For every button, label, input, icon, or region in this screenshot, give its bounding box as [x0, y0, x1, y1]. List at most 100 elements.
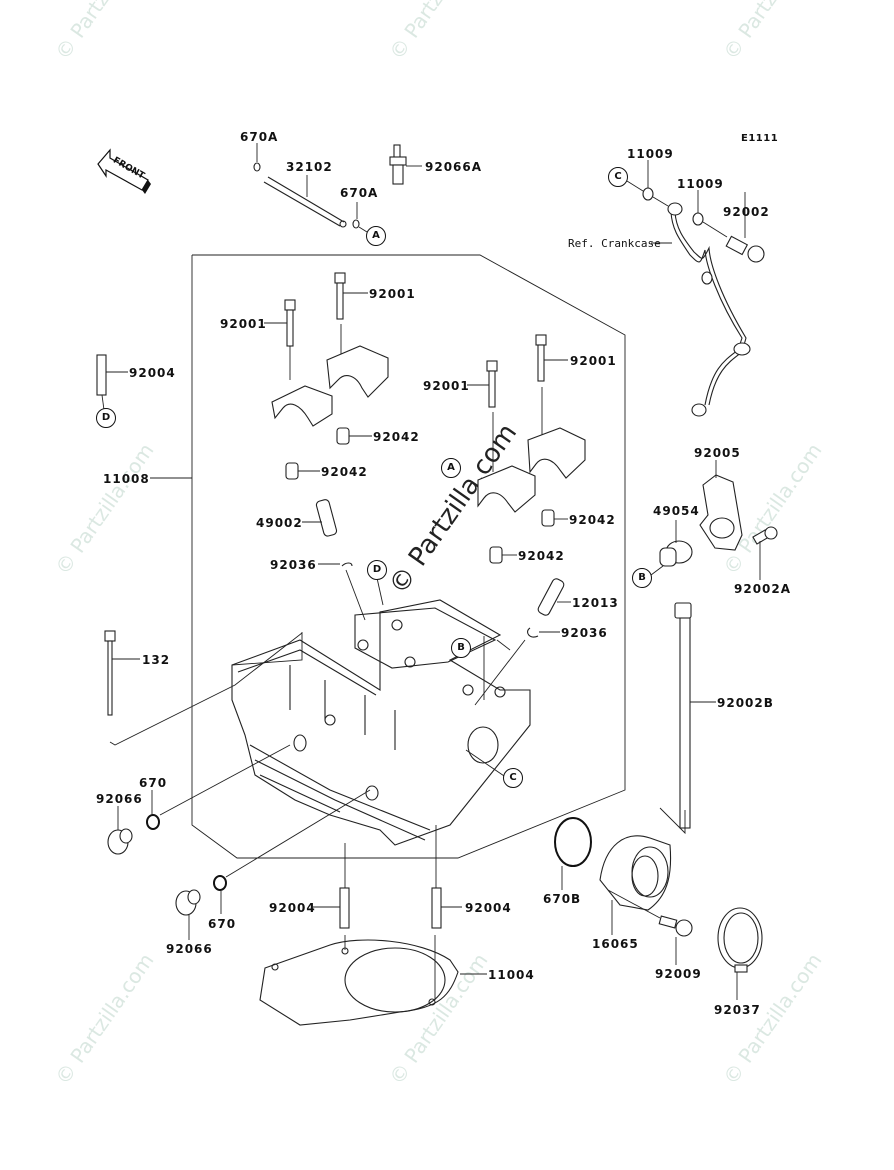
- part-label-92042[interactable]: 92042: [373, 430, 420, 444]
- leader-line: [231, 632, 303, 666]
- o-ring-670b[interactable]: [554, 817, 592, 867]
- oil-pipe[interactable]: [667, 202, 751, 417]
- reference-note: Ref. Crankcase: [568, 237, 661, 250]
- part-label-92002a[interactable]: 92002A: [734, 582, 792, 596]
- part-label-92002[interactable]: 92002: [723, 205, 770, 219]
- part-label-92066a[interactable]: 92066A: [425, 160, 483, 174]
- plug-92066[interactable]: [107, 828, 133, 855]
- marker-d: D: [367, 560, 387, 580]
- part-label-92001[interactable]: 92001: [220, 317, 267, 331]
- part-label-92066[interactable]: 92066: [96, 792, 143, 806]
- head-gasket-11004[interactable]: [259, 939, 459, 1026]
- part-label-670a[interactable]: 670A: [240, 130, 279, 144]
- marker-d: D: [96, 408, 116, 428]
- part-label-11009[interactable]: 11009: [627, 147, 674, 161]
- circlip-92036[interactable]: [527, 627, 539, 638]
- part-label-11009[interactable]: 11009: [677, 177, 724, 191]
- leader-line: [109, 632, 303, 746]
- part-label-92004[interactable]: 92004: [129, 366, 176, 380]
- dowel-pin-92042[interactable]: [489, 546, 503, 564]
- part-label-670[interactable]: 670: [208, 917, 237, 931]
- valve-guide-12013[interactable]: [537, 577, 565, 616]
- leader-line: [659, 807, 686, 835]
- leader-line: [465, 749, 511, 781]
- camshaft-cap[interactable]: [477, 465, 536, 513]
- part-label-132[interactable]: 132: [142, 653, 171, 667]
- tensioner-cap-92005[interactable]: [699, 474, 743, 551]
- intake-holder-16065[interactable]: [599, 835, 672, 911]
- part-label-92042[interactable]: 92042: [321, 465, 368, 479]
- front-arrow-icon: FRONT: [96, 146, 156, 210]
- stud-92004[interactable]: [339, 887, 350, 929]
- part-label-92036[interactable]: 92036: [270, 558, 317, 572]
- stud-92004[interactable]: [96, 354, 107, 396]
- part-label-92004[interactable]: 92004: [269, 901, 316, 915]
- part-label-11004[interactable]: 11004: [488, 968, 535, 982]
- part-label-92004[interactable]: 92004: [465, 901, 512, 915]
- washer-11009[interactable]: [692, 212, 704, 226]
- screw-92009[interactable]: [658, 915, 693, 937]
- plug-92066[interactable]: [175, 889, 201, 916]
- part-label-670a[interactable]: 670A: [340, 186, 379, 200]
- part-label-670[interactable]: 670: [139, 776, 168, 790]
- marker-a: A: [366, 226, 386, 246]
- bolt-92002a[interactable]: [752, 526, 778, 545]
- part-label-92005[interactable]: 92005: [694, 446, 741, 460]
- cylinder-head-11008[interactable]: [231, 599, 531, 846]
- part-label-92042[interactable]: 92042: [569, 513, 616, 527]
- part-label-49054[interactable]: 49054: [653, 504, 700, 518]
- o-ring-670a[interactable]: [253, 162, 261, 172]
- camshaft-cap[interactable]: [527, 427, 586, 479]
- part-label-12013[interactable]: 12013: [572, 596, 619, 610]
- part-label-32102[interactable]: 32102: [286, 160, 333, 174]
- part-label-92009[interactable]: 92009: [655, 967, 702, 981]
- banjo-bolt-92002[interactable]: [725, 235, 765, 263]
- camshaft-cap[interactable]: [271, 385, 333, 427]
- marker-b: B: [632, 568, 652, 588]
- part-label-92002b[interactable]: 92002B: [717, 696, 774, 710]
- circlip-92036[interactable]: [341, 562, 353, 567]
- part-label-92066[interactable]: 92066: [166, 942, 213, 956]
- valve-guide-49002[interactable]: [315, 499, 338, 537]
- part-label-92037[interactable]: 92037: [714, 1003, 761, 1017]
- dowel-pin-92042[interactable]: [336, 427, 350, 445]
- part-label-16065[interactable]: 16065: [592, 937, 639, 951]
- pipe-32102[interactable]: [263, 176, 347, 228]
- marker-c: C: [503, 768, 523, 788]
- part-label-92001[interactable]: 92001: [369, 287, 416, 301]
- o-ring-670[interactable]: [146, 814, 160, 830]
- assembly-frame: [191, 254, 626, 859]
- dowel-pin-92042[interactable]: [285, 462, 299, 480]
- part-label-49002[interactable]: 49002: [256, 516, 303, 530]
- leader-line: [652, 196, 669, 207]
- o-ring-670a[interactable]: [352, 219, 360, 229]
- part-label-92001[interactable]: 92001: [423, 379, 470, 393]
- stud-92004[interactable]: [431, 887, 442, 929]
- part-label-92001[interactable]: 92001: [570, 354, 617, 368]
- bolt-92001[interactable]: [334, 272, 346, 320]
- long-bolt-92002b[interactable]: [674, 602, 692, 829]
- part-label-11008[interactable]: 11008: [103, 472, 150, 486]
- part-label-670b[interactable]: 670B: [543, 892, 582, 906]
- part-label-92036[interactable]: 92036: [561, 626, 608, 640]
- bolt-132[interactable]: [104, 630, 116, 716]
- part-label-92042[interactable]: 92042: [518, 549, 565, 563]
- temperature-sensor-92066a[interactable]: [389, 144, 422, 185]
- o-ring-670[interactable]: [213, 875, 227, 891]
- diagram-code: E1111: [741, 133, 779, 144]
- leader-line: [650, 565, 664, 576]
- leader-line: [345, 569, 366, 621]
- washer-11009[interactable]: [642, 187, 654, 201]
- dowel-pin-92042[interactable]: [541, 509, 555, 527]
- clamp-92037[interactable]: [717, 907, 763, 973]
- leader-line: [607, 889, 661, 919]
- leader-line: [358, 226, 368, 233]
- bolt-92001[interactable]: [535, 334, 547, 382]
- marker-a: A: [441, 458, 461, 478]
- marker-c: C: [608, 167, 628, 187]
- leader-line: [474, 639, 526, 706]
- bolt-92001[interactable]: [486, 360, 498, 408]
- camshaft-cap[interactable]: [326, 345, 389, 398]
- plug-49054[interactable]: [659, 540, 693, 567]
- leader-line: [225, 789, 371, 878]
